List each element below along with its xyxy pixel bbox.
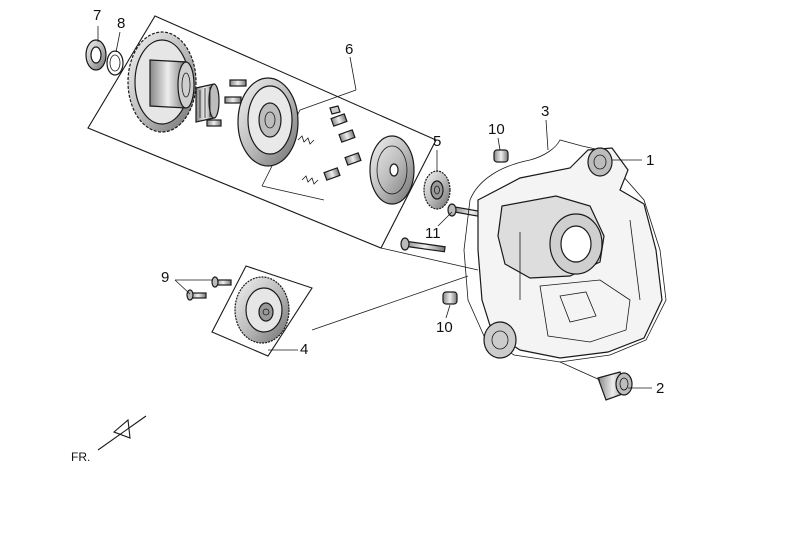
starter-driven-gear-part <box>127 31 197 133</box>
oil-pump-screws <box>186 276 232 301</box>
callout-10-lower: 10 <box>436 319 453 336</box>
idle-gear-part <box>423 170 451 210</box>
thrust-plate-part <box>369 135 415 205</box>
callout-9: 9 <box>161 269 170 286</box>
callout-4: 4 <box>300 341 309 358</box>
callout-11: 11 <box>425 225 441 242</box>
needle-bearing-part <box>195 83 220 123</box>
front-direction-arrow-icon <box>97 415 147 451</box>
callout-2: 2 <box>656 380 665 397</box>
bushing-part <box>597 371 633 401</box>
callout-7: 7 <box>93 7 102 24</box>
oil-pump-part <box>234 276 290 344</box>
callout-5: 5 <box>433 133 442 150</box>
callout-10-upper: 10 <box>488 121 505 138</box>
callout-6: 6 <box>345 41 354 58</box>
rollers-and-springs <box>297 105 362 185</box>
callout-leader-lines <box>97 26 652 389</box>
dowel-pin-upper <box>493 149 509 163</box>
one-way-clutch-part <box>237 77 299 167</box>
washer-part <box>106 50 124 76</box>
clutch-bolts <box>206 79 247 127</box>
oil-seal-part <box>85 39 107 71</box>
dowel-pin-lower <box>442 291 458 305</box>
callout-3: 3 <box>541 103 550 120</box>
crankcase-gasket-part <box>463 139 667 363</box>
callout-8: 8 <box>117 15 126 32</box>
front-direction-label: FR. <box>71 450 91 464</box>
right-crankcase-part <box>477 147 663 359</box>
callout-1: 1 <box>646 152 655 169</box>
assembly-guide-lines <box>311 247 601 381</box>
oil-pump-group-frame <box>211 265 313 357</box>
